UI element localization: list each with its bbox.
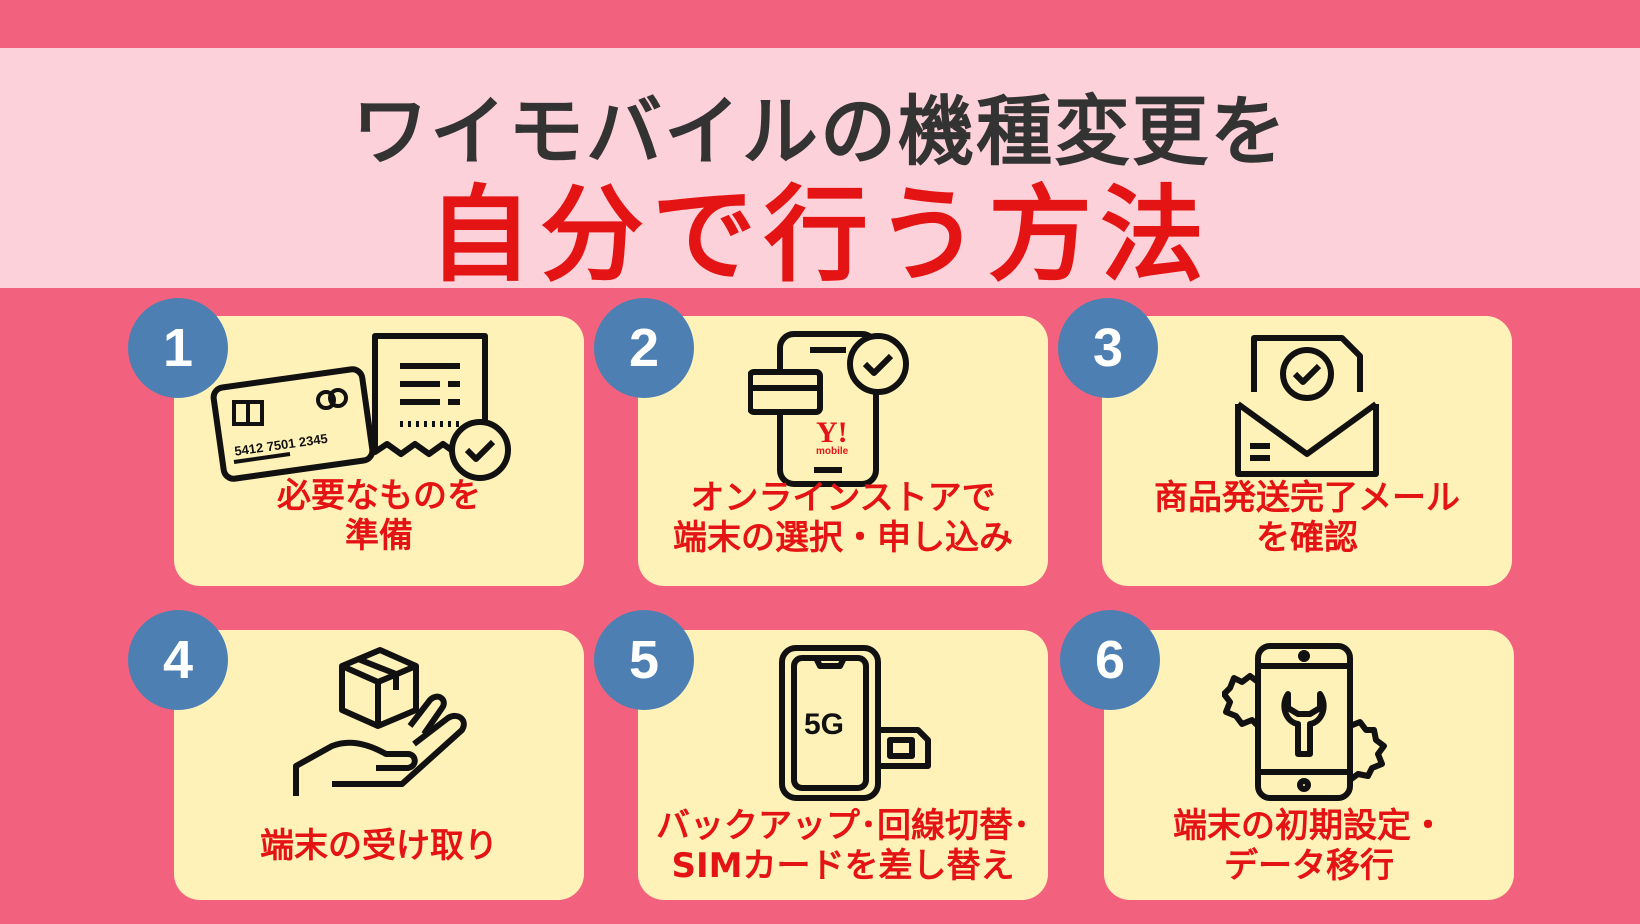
page-title: ワイモバイルの機種変更を — [352, 87, 1288, 176]
step-card-5: 5G バックアップ･回線切替･ SIMカードを差し替え — [638, 630, 1048, 900]
page-subtitle: 自分で行う方法 — [427, 174, 1212, 296]
credit-card-receipt-icon: 5412 7501 2345 — [210, 333, 511, 482]
step-badge-1: 1 — [128, 298, 228, 398]
5g-phone-sim-icon: 5G — [779, 645, 931, 801]
ymobile-logo: Y! — [816, 416, 848, 449]
step-label-6: 端末の初期設定・ データ移行 — [1173, 806, 1445, 886]
step-label-5: バックアップ･回線切替･ SIMカードを差し替え — [656, 806, 1030, 886]
step-badge-5: 5 — [594, 610, 694, 710]
phone-settings-icon — [1222, 643, 1387, 801]
hand-package-icon — [293, 647, 467, 796]
step-card-4: 端末の受け取り — [174, 630, 584, 900]
ymobile-logo-text: mobile — [816, 446, 849, 457]
step-badge-3: 3 — [1058, 298, 1158, 398]
step-badge-2: 2 — [594, 298, 694, 398]
step-card-1: 5412 7501 2345 必要なものを 準備 — [174, 316, 584, 586]
step-card-3: 商品発送完了メール を確認 — [1102, 316, 1512, 586]
envelope-check-icon — [1235, 335, 1379, 477]
step-label-2: オンラインストアで 端末の選択・申し込み — [673, 478, 1013, 558]
step-label-1: 必要なものを 準備 — [277, 476, 481, 556]
step-label-4: 端末の受け取り — [260, 826, 498, 866]
step-badge-4: 4 — [128, 610, 228, 710]
step-label-3: 商品発送完了メール を確認 — [1154, 478, 1460, 558]
title-banner — [0, 48, 1640, 288]
5g-label: 5G — [804, 708, 844, 741]
step-card-2: Y! mobile オンラインストアで 端末の選択・申し込み — [638, 316, 1048, 586]
phone-payment-icon: Y! mobile — [748, 331, 909, 487]
step-card-6: 端末の初期設定・ データ移行 — [1104, 630, 1514, 900]
step-badge-6: 6 — [1060, 610, 1160, 710]
